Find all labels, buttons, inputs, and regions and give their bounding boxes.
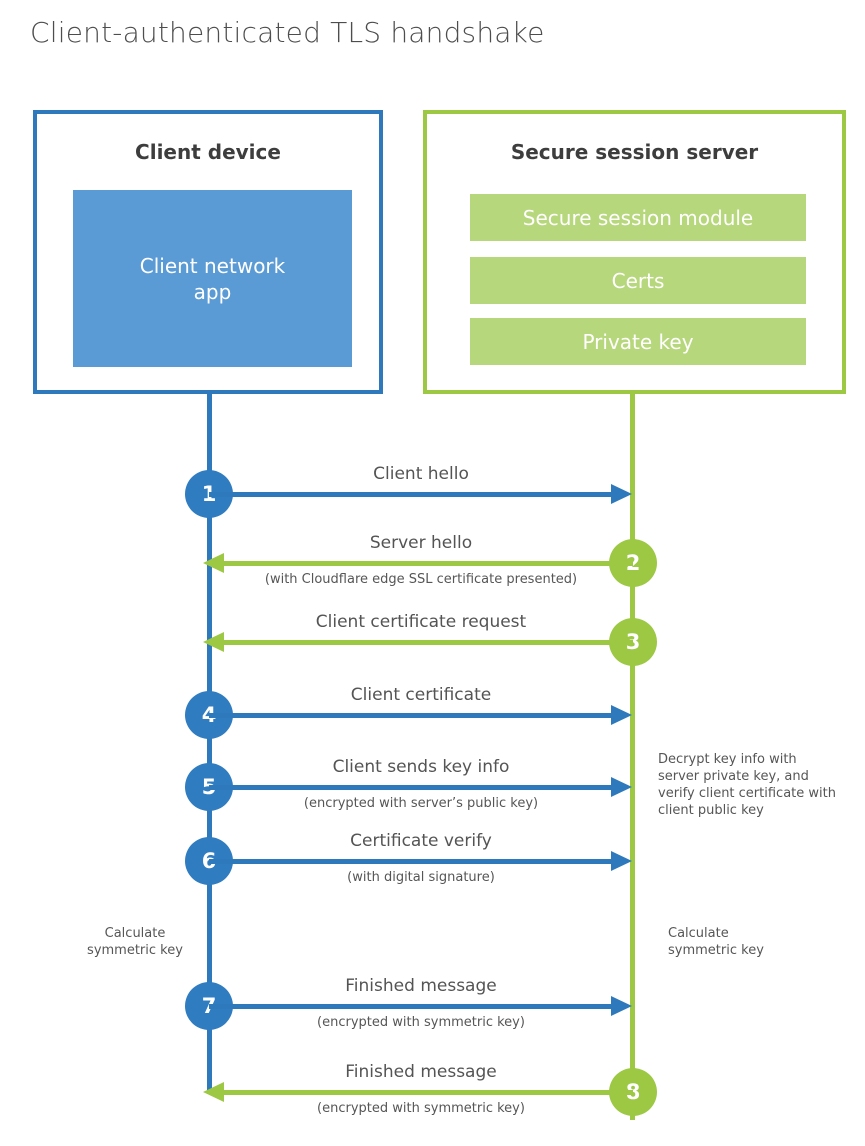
step-8-label: Finished message (345, 1062, 497, 1082)
step-3-arrow (224, 640, 633, 645)
secure-session-module-bar: Secure session module (470, 194, 806, 241)
step-6-arrow (209, 859, 613, 864)
private-key-bar: Private key (470, 318, 806, 365)
step-8-arrow (224, 1090, 633, 1095)
step-7-arrowhead-right-icon (611, 996, 632, 1016)
step-3-label: Client certificate request (315, 612, 527, 632)
step-8-sublabel: (encrypted with symmetric key) (317, 1101, 525, 1116)
secure-session-server-box: Secure session server Secure session mod… (423, 110, 846, 394)
step-5-arrowhead-right-icon (611, 777, 632, 797)
step-2-label: Server hello (369, 533, 473, 553)
client-lifeline (207, 394, 212, 1094)
page-title: Client-authenticated TLS handshake (30, 16, 545, 49)
step-7-label: Finished message (345, 976, 497, 996)
server-lifeline (630, 394, 635, 1120)
step-7-sublabel: (encrypted with symmetric key) (317, 1015, 525, 1030)
secure-session-server-title: Secure session server (510, 140, 759, 164)
certs-bar: Certs (470, 257, 806, 304)
step-4-arrow (209, 713, 613, 718)
step-6-arrowhead-right-icon (611, 851, 632, 871)
step-2-arrowhead-left-icon (203, 553, 224, 573)
step-2-badge: 2 (609, 539, 657, 587)
step-5-sublabel: (encrypted with server’s public key) (303, 796, 539, 811)
client-device-box: Client device Client network app (33, 110, 383, 394)
step-6-sublabel: (with digital signature) (347, 870, 495, 885)
step-1-arrow (209, 492, 613, 497)
step-4-arrowhead-right-icon (611, 705, 632, 725)
step-7-arrow (209, 1004, 613, 1009)
step-5-arrow (209, 785, 613, 790)
step-1-arrowhead-right-icon (611, 484, 632, 504)
calculate-symmetric-key-server-note: Calculate symmetric key (668, 926, 764, 958)
step-5-label: Client sends key info (332, 757, 510, 777)
step-1-label: Client hello (373, 464, 469, 484)
step-2-sublabel: (with Cloudflare edge SSL certificate pr… (264, 572, 578, 587)
step-4-label: Client certificate (350, 685, 492, 705)
client-network-app-box: Client network app (73, 190, 352, 367)
step-3-arrowhead-left-icon (203, 632, 224, 652)
decrypt-key-note: Decrypt key info with server private key… (658, 752, 836, 818)
step-6-label: Certificate verify (350, 831, 492, 851)
client-device-title: Client device (135, 140, 281, 164)
step-8-arrowhead-left-icon (203, 1082, 224, 1102)
step-2-arrow (224, 561, 633, 566)
calculate-symmetric-key-client-note: Calculate symmetric key (87, 926, 183, 958)
client-network-app-label: Client network app (139, 253, 286, 304)
